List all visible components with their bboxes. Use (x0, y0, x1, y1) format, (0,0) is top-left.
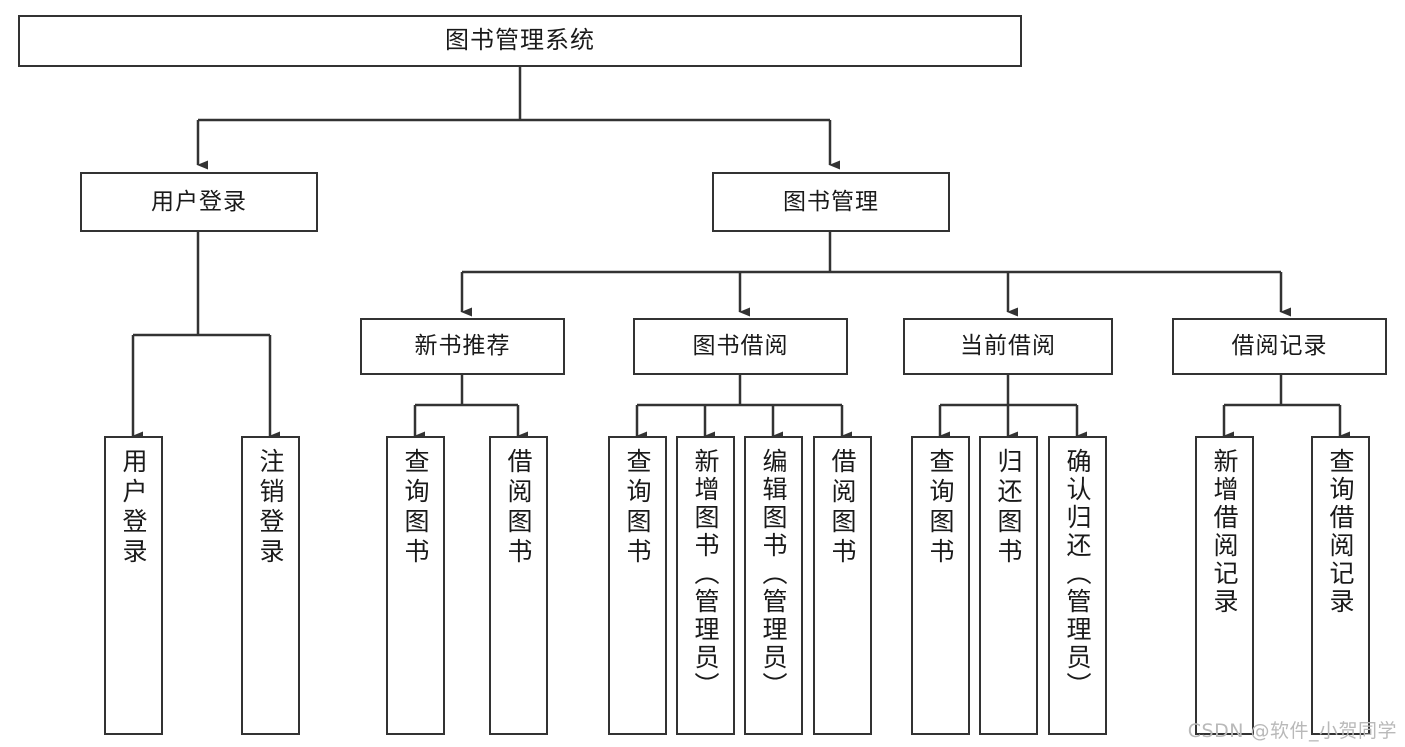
leaf-borrow-book-1-label: 新增图书（管理员） (691, 448, 720, 700)
node-user-login-label: 用户登录 (151, 188, 247, 215)
node-new-book-recommend[interactable]: 新书推荐 (360, 318, 565, 375)
leaf-user-login-0-label: 用户登录 (119, 448, 148, 568)
leaf-user-login-1[interactable]: 注销登录 (241, 436, 300, 735)
csdn-watermark: CSDN @软件_小贺同学 (1187, 720, 1397, 742)
leaf-borrow-book-3-label: 借阅图书 (828, 448, 857, 568)
leaf-borrow-record-0-label: 新增借阅记录 (1210, 448, 1239, 616)
leaf-borrow-book-3[interactable]: 借阅图书 (813, 436, 872, 735)
leaf-user-login-1-label: 注销登录 (256, 448, 285, 568)
leaf-borrow-book-0[interactable]: 查询图书 (608, 436, 667, 735)
leaf-borrow-book-2[interactable]: 编辑图书（管理员） (744, 436, 803, 735)
leaf-borrow-record-1-label: 查询借阅记录 (1326, 448, 1355, 616)
leaf-borrow-book-1[interactable]: 新增图书（管理员） (676, 436, 735, 735)
leaf-current-borrow-1[interactable]: 归还图书 (979, 436, 1038, 735)
node-root-system-label: 图书管理系统 (445, 26, 595, 55)
leaf-new-book-1-label: 借阅图书 (504, 448, 533, 568)
leaf-borrow-book-0-label: 查询图书 (623, 448, 652, 568)
leaf-current-borrow-2[interactable]: 确认归还（管理员） (1048, 436, 1107, 735)
node-borrow-record-label: 借阅记录 (1231, 333, 1328, 360)
leaf-current-borrow-1-label: 归还图书 (994, 448, 1023, 568)
leaf-current-borrow-0[interactable]: 查询图书 (911, 436, 970, 735)
leaf-user-login-0[interactable]: 用户登录 (104, 436, 163, 735)
node-current-borrow-label: 当前借阅 (960, 333, 1056, 360)
node-book-management[interactable]: 图书管理 (712, 172, 950, 232)
leaf-borrow-book-2-label: 编辑图书（管理员） (759, 448, 788, 700)
leaf-borrow-record-0[interactable]: 新增借阅记录 (1195, 436, 1254, 735)
leaf-borrow-record-1[interactable]: 查询借阅记录 (1311, 436, 1370, 735)
leaf-current-borrow-2-label: 确认归还（管理员） (1063, 448, 1092, 700)
node-new-book-recommend-label: 新书推荐 (414, 333, 511, 360)
leaf-current-borrow-0-label: 查询图书 (926, 448, 955, 568)
node-root-system[interactable]: 图书管理系统 (18, 15, 1022, 67)
node-book-borrow-label: 图书借阅 (692, 333, 789, 360)
node-user-login[interactable]: 用户登录 (80, 172, 318, 232)
leaf-new-book-1[interactable]: 借阅图书 (489, 436, 548, 735)
node-book-borrow[interactable]: 图书借阅 (633, 318, 848, 375)
leaf-new-book-0[interactable]: 查询图书 (386, 436, 445, 735)
node-borrow-record[interactable]: 借阅记录 (1172, 318, 1387, 375)
node-book-management-label: 图书管理 (783, 188, 879, 215)
node-current-borrow[interactable]: 当前借阅 (903, 318, 1113, 375)
leaf-new-book-0-label: 查询图书 (401, 448, 430, 568)
